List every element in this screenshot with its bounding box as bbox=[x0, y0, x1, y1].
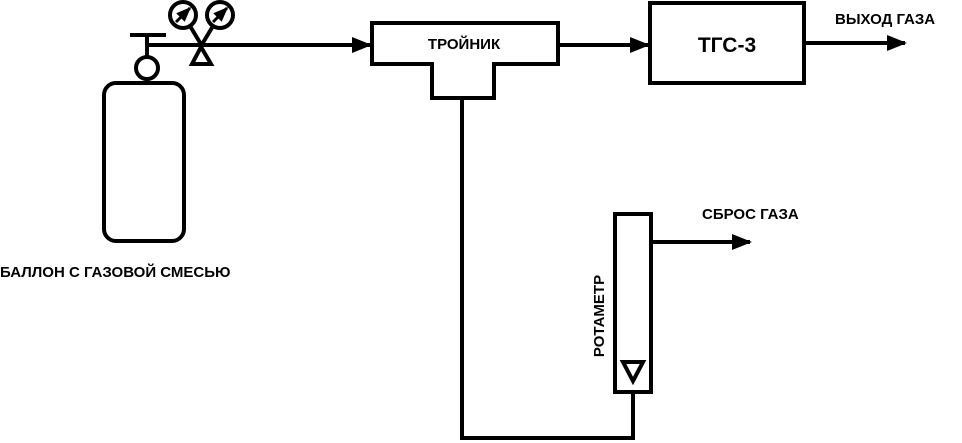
cylinder-valve-icon bbox=[134, 55, 160, 81]
tee-label: ТРОЙНИК bbox=[428, 35, 501, 53]
pressure-gauge-icon bbox=[168, 0, 198, 30]
pressure-regulator bbox=[168, 0, 235, 66]
gas-out-label: ВЫХОД ГАЗА bbox=[835, 11, 935, 28]
gauge-connector bbox=[199, 24, 215, 48]
pipe-tee-to-rotameter bbox=[460, 98, 635, 440]
tee-outline bbox=[370, 21, 560, 100]
cylinder-label: БАЛЛОН С ГАЗОВОЙ СМЕСЬЮ bbox=[0, 263, 231, 281]
rotameter-outline bbox=[613, 212, 653, 394]
rotameter-label: РОТАМЕТР bbox=[591, 275, 608, 357]
reducer-valve-icon bbox=[188, 42, 215, 66]
rotameter-block: РОТАМЕТР bbox=[591, 212, 653, 394]
gauge-needle bbox=[174, 6, 192, 24]
analyzer-label: ТГС-3 bbox=[698, 34, 756, 57]
gauge-connector bbox=[188, 24, 204, 48]
rotameter-float-icon bbox=[619, 360, 647, 386]
gas-cylinder bbox=[102, 33, 186, 243]
analyzer-block: ТГС-3 bbox=[648, 1, 806, 85]
pressure-gauge-icon bbox=[205, 0, 235, 30]
gauge-needle bbox=[211, 6, 229, 24]
gas-vent-label: СБРОС ГАЗА bbox=[702, 206, 799, 223]
cylinder-body bbox=[102, 81, 186, 243]
tee-block: ТРОЙНИК bbox=[370, 21, 560, 100]
